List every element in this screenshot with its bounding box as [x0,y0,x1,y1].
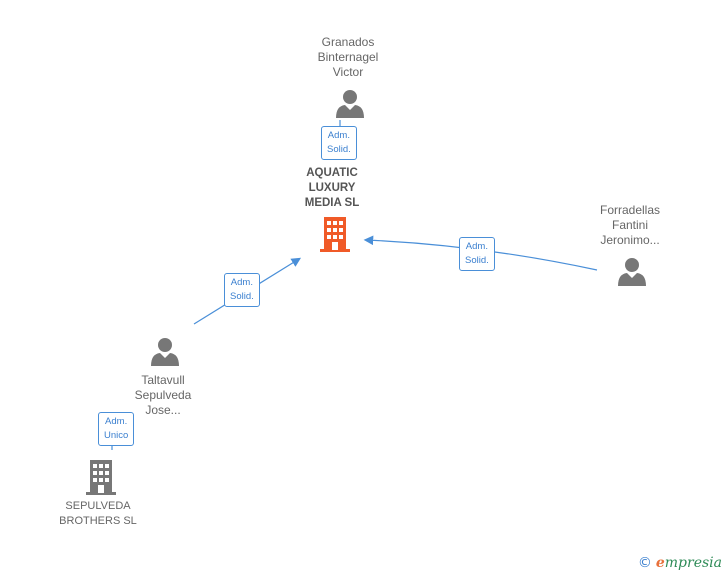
taltavull-label[interactable]: Taltavull Sepulveda Jose... [134,373,192,417]
sepulveda-brothers-label[interactable]: SEPULVEDA BROTHERS SL [59,500,137,527]
building-icon-main[interactable] [318,216,352,252]
building-icon[interactable] [84,459,118,495]
person-icon[interactable] [617,256,647,286]
person-icon[interactable] [150,336,180,366]
brand-name: mpresia [664,555,722,571]
aquatic-label[interactable]: AQUATIC LUXURY MEDIA SL [304,167,360,209]
relation-badge-forradellas[interactable]: Adm. Solid. [459,237,495,271]
brand-footer: ©empresia [638,555,722,571]
forradellas-label[interactable]: Forradellas Fantini Jeronimo... [599,203,661,247]
brand-logo-e: e [655,555,665,571]
relation-badge-granados[interactable]: Adm. Solid. [321,126,357,160]
relation-badge-brothers[interactable]: Adm. Unico [98,412,135,446]
person-icon[interactable] [335,88,365,118]
granados-label[interactable]: Granados Binternagel Victor [317,35,379,79]
relation-badge-taltavull[interactable]: Adm. Solid. [224,273,260,307]
copyright-symbol: © [637,555,652,571]
